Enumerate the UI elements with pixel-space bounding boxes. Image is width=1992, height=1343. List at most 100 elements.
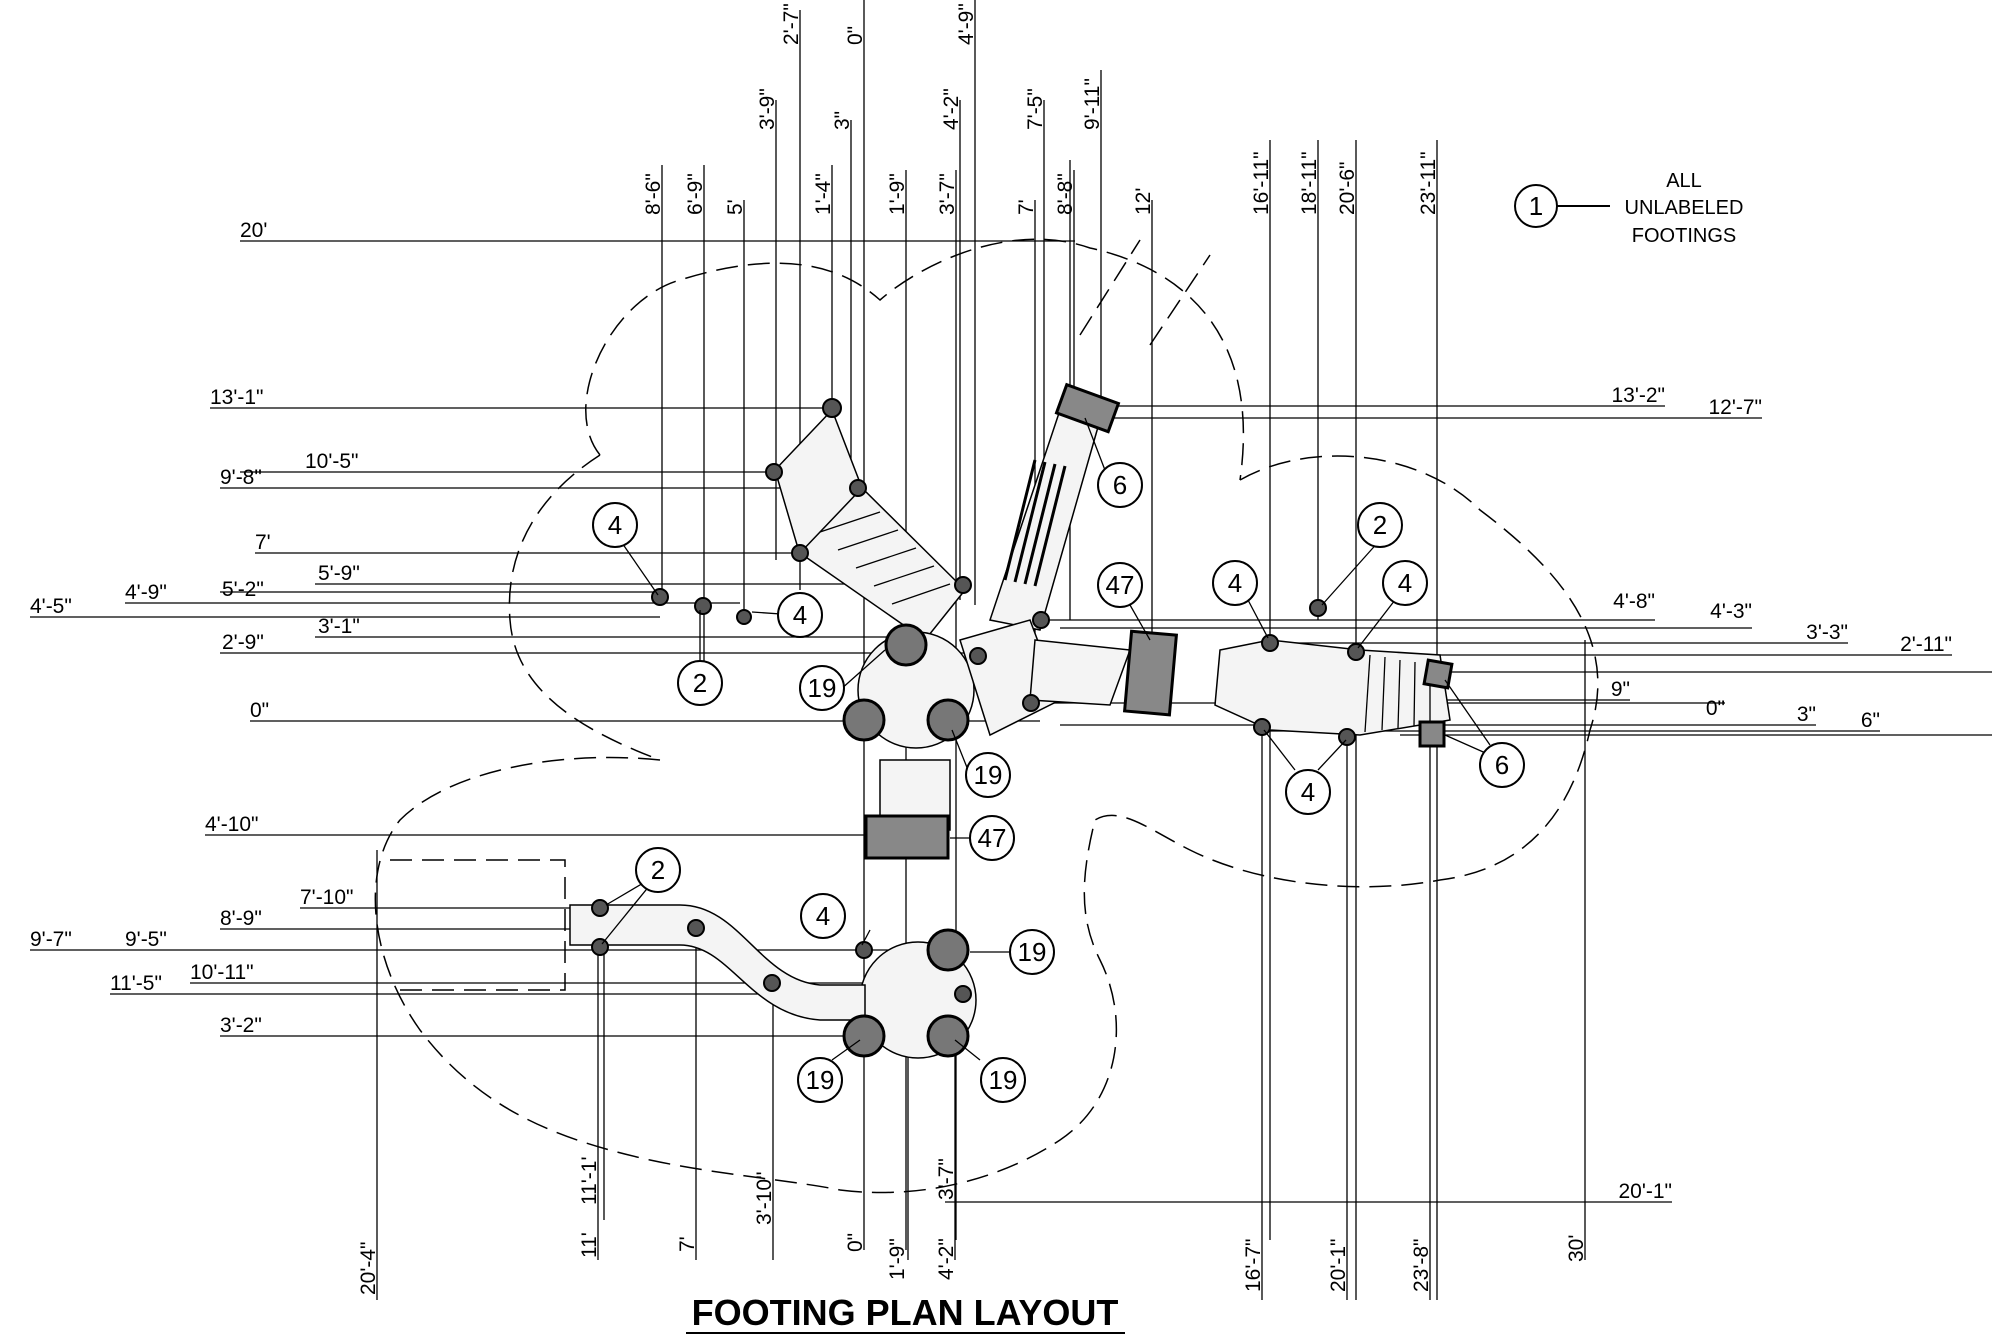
- legend-tag: 1: [1529, 191, 1543, 221]
- svg-text:4: 4: [816, 901, 830, 931]
- dim-right-4: 3'-3": [1806, 621, 1848, 644]
- svg-text:47: 47: [1106, 570, 1135, 600]
- dim-right-1: 12'-7": [1709, 396, 1763, 419]
- dim-top-12: 1'-9": [886, 173, 909, 215]
- svg-text:4: 4: [1398, 568, 1412, 598]
- dim-top-14: 7': [1015, 199, 1038, 215]
- callout-47-a: 47: [1097, 562, 1143, 608]
- dim-bottom-9: 16'-7": [1242, 1239, 1265, 1293]
- dim-left-1: 13'-1": [210, 386, 264, 409]
- callout-2-b: 2: [1357, 502, 1403, 548]
- svg-text:19: 19: [808, 673, 837, 703]
- callout-2-c: 2: [635, 847, 681, 893]
- dim-top-19: 20'-6": [1336, 162, 1359, 216]
- dim-top-13: 3'-7": [936, 173, 959, 215]
- svg-text:4: 4: [793, 600, 807, 630]
- dim-top-15: 8'-8": [1054, 173, 1077, 215]
- callout-6-a: 6: [1097, 462, 1143, 508]
- dim-top-2: 4'-9": [955, 3, 978, 45]
- legend-line-2: UNLABELED: [1625, 197, 1744, 219]
- svg-text:47: 47: [978, 823, 1007, 853]
- dim-left-9: 3'-1": [318, 615, 360, 638]
- left-dimension-labels: 20' 13'-1" 10'-5" 9'-8" 7' 5'-9" 5'-2" 4…: [30, 219, 360, 1037]
- dim-top-5: 4'-2": [940, 88, 963, 130]
- pad-center-bottom: [864, 814, 950, 860]
- dim-top-20: 23'-11": [1417, 151, 1440, 215]
- right-dimension-labels: 13'-2" 12'-7" 4'-8" 4'-3" 3'-3" 2'-11" 9…: [1611, 384, 1952, 1203]
- dim-top-3: 3'-9": [756, 88, 779, 130]
- dim-left-12: 4'-10": [205, 813, 259, 836]
- dim-bottom-11: 23'-8": [1410, 1239, 1433, 1293]
- dim-top-6: 7'-5": [1024, 88, 1047, 130]
- horizontal-dimension-lines: [30, 240, 1992, 1203]
- svg-text:4: 4: [1301, 777, 1315, 807]
- pad-right-2: [1418, 720, 1446, 748]
- dim-right-2: 4'-8": [1613, 590, 1655, 613]
- dim-bottom-0: 20'-4": [357, 1242, 380, 1296]
- dim-top-16: 12': [1132, 188, 1155, 215]
- callout-4-d: 4: [1382, 560, 1428, 606]
- leader-lines: [601, 417, 1491, 1061]
- footings: [591, 398, 1365, 1058]
- callout-19-c: 19: [1009, 929, 1055, 975]
- dim-left-4: 7': [255, 531, 271, 554]
- dim-bottom-12: 30': [1565, 1235, 1588, 1262]
- callout-19-e: 19: [980, 1057, 1026, 1103]
- svg-text:4: 4: [1228, 568, 1242, 598]
- tube-slide: [569, 904, 866, 1021]
- dim-left-0: 20': [240, 219, 267, 242]
- svg-text:6: 6: [1113, 470, 1127, 500]
- dim-bottom-7: 3'-7": [935, 1158, 958, 1200]
- dim-left-17: 10'-11": [190, 961, 254, 984]
- callout-bubbles: 4 4 2 19 19 47 47 6 6 2 4 4 4 2 4 19 19 …: [592, 462, 1525, 1103]
- dim-right-0: 13'-2": [1612, 384, 1666, 407]
- dim-bottom-5: 0": [844, 1233, 867, 1252]
- dim-bottom-2: 11'-1': [578, 1157, 601, 1206]
- svg-text:19: 19: [1018, 937, 1047, 967]
- dim-top-0: 2'-7": [780, 3, 803, 45]
- dim-left-18: 11'-5": [110, 972, 162, 995]
- dim-right-10: 20'-1": [1619, 1180, 1673, 1203]
- dim-left-5: 5'-9": [318, 562, 360, 585]
- dim-right-8: 3": [1797, 703, 1816, 726]
- dim-top-17: 16'-11": [1250, 151, 1273, 215]
- dim-bottom-6: 1'-9": [886, 1238, 909, 1280]
- dim-left-19: 3'-2": [220, 1014, 262, 1037]
- callout-19-b: 19: [965, 752, 1011, 798]
- dim-right-5: 2'-11": [1900, 633, 1952, 656]
- drawing-title-text: FOOTING PLAN LAYOUT: [692, 1292, 1119, 1333]
- callout-4-f: 4: [800, 893, 846, 939]
- callout-6-b: 6: [1479, 742, 1525, 788]
- callout-4-a: 4: [592, 502, 638, 548]
- dim-bottom-4: 3'-10": [753, 1172, 776, 1226]
- dim-top-11: 1'-4": [812, 173, 835, 215]
- svg-text:2: 2: [651, 855, 665, 885]
- dim-bottom-1: 11': [578, 1232, 601, 1258]
- play-area-boundary: [374, 238, 1599, 1194]
- dim-left-16: 9'-5": [125, 928, 167, 951]
- dim-top-10: 5': [724, 199, 747, 215]
- top-dimension-labels: 2'-7" 0" 4'-9" 3'-9" 3" 4'-2" 7'-5" 9'-1…: [642, 3, 1440, 215]
- dim-right-7: 0": [1706, 697, 1725, 720]
- play-equipment: [569, 408, 1451, 1059]
- vertical-dimension-lines: [376, 0, 1586, 1300]
- dim-bottom-8: 4'-2": [935, 1238, 958, 1280]
- legend-line-3: FOOTINGS: [1632, 225, 1736, 247]
- dim-right-9: 6": [1861, 709, 1880, 732]
- dim-top-1: 0": [844, 26, 867, 45]
- dim-right-6: 9": [1611, 678, 1630, 701]
- dim-right-3: 4'-3": [1710, 600, 1752, 623]
- callout-4-c: 4: [1212, 560, 1258, 606]
- pad-center-right: [1122, 629, 1179, 717]
- callout-47-b: 47: [969, 815, 1015, 861]
- bottom-dimension-labels: 20'-4" 11' 11'-1' 7' 3'-10" 0" 1'-9" 3'-…: [357, 1157, 1588, 1296]
- svg-text:2: 2: [1373, 510, 1387, 540]
- dim-left-6: 5'-2": [222, 578, 264, 601]
- svg-text:19: 19: [806, 1065, 835, 1095]
- dim-left-11: 0": [250, 699, 269, 722]
- callout-4-b: 4: [777, 592, 823, 638]
- dim-left-3: 9'-8": [220, 466, 262, 489]
- dim-bottom-10: 20'-1": [1327, 1239, 1350, 1293]
- dim-top-4: 3": [831, 111, 854, 130]
